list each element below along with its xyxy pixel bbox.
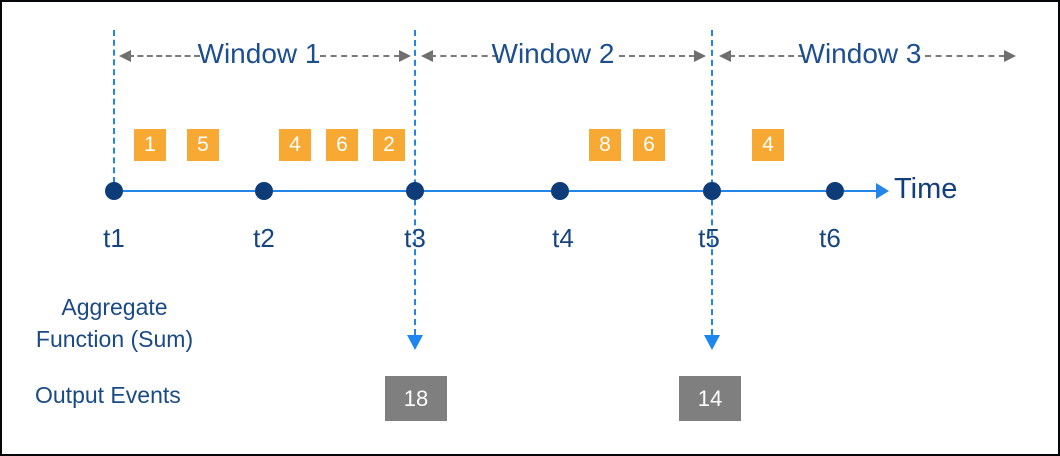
time-axis-line bbox=[114, 190, 877, 192]
tick-label-t2: t2 bbox=[253, 223, 275, 253]
timeline-dot-t2 bbox=[255, 182, 273, 200]
timeline-dot-t4 bbox=[551, 182, 569, 200]
output-arrow-down-icon bbox=[407, 335, 423, 350]
time-axis-arrow-icon bbox=[876, 183, 889, 199]
tick-label-t1: t1 bbox=[103, 223, 125, 253]
event-box: 5 bbox=[187, 129, 219, 161]
timeline-dot-t1 bbox=[105, 182, 123, 200]
window1-label: Window 1 bbox=[197, 38, 321, 69]
tick-label-t3: t3 bbox=[404, 223, 426, 253]
arrow-right-icon bbox=[399, 50, 411, 62]
arrow-left-icon bbox=[719, 50, 731, 62]
event-box: 2 bbox=[373, 129, 405, 161]
timeline-dot-t3 bbox=[406, 182, 424, 200]
arrow-left-icon bbox=[119, 50, 131, 62]
window3-label: Window 3 bbox=[798, 38, 922, 69]
tick-label-t4: t4 bbox=[552, 223, 574, 253]
tick-label-t6: t6 bbox=[819, 223, 841, 253]
output-value-box: 14 bbox=[679, 376, 741, 421]
aggregate-label-line1: Aggregate bbox=[61, 294, 168, 320]
output-arrow-down-icon bbox=[704, 335, 720, 350]
event-box: 8 bbox=[589, 129, 621, 161]
time-axis-label: Time bbox=[894, 173, 958, 205]
window2-span-dash-right bbox=[619, 55, 695, 57]
window1-span-dash-left bbox=[128, 55, 200, 57]
arrow-left-icon bbox=[421, 50, 433, 62]
window2-span-dash-left bbox=[430, 55, 498, 57]
aggregate-label-line2: Function (Sum) bbox=[35, 326, 194, 352]
output-value-box: 18 bbox=[385, 376, 447, 421]
timeline-dot-t5 bbox=[703, 182, 721, 200]
arrow-right-icon bbox=[1004, 50, 1016, 62]
tick-label-t5: t5 bbox=[698, 223, 720, 253]
event-box: 6 bbox=[633, 129, 665, 161]
event-box: 6 bbox=[326, 129, 358, 161]
window3-span-dash-left bbox=[729, 55, 804, 57]
window3-span-dash-right bbox=[925, 55, 1005, 57]
timeline-dot-t6 bbox=[826, 182, 844, 200]
event-box: 4 bbox=[752, 129, 784, 161]
window2-label: Window 2 bbox=[491, 38, 615, 69]
output-events-label: Output Events bbox=[35, 382, 181, 408]
event-box: 4 bbox=[279, 129, 311, 161]
window1-span-dash-right bbox=[320, 55, 400, 57]
aggregate-function-label: Aggregate Function (Sum) bbox=[27, 291, 202, 355]
arrow-right-icon bbox=[694, 50, 706, 62]
window-boundary-line-t1 bbox=[113, 30, 115, 183]
event-box: 1 bbox=[134, 129, 166, 161]
